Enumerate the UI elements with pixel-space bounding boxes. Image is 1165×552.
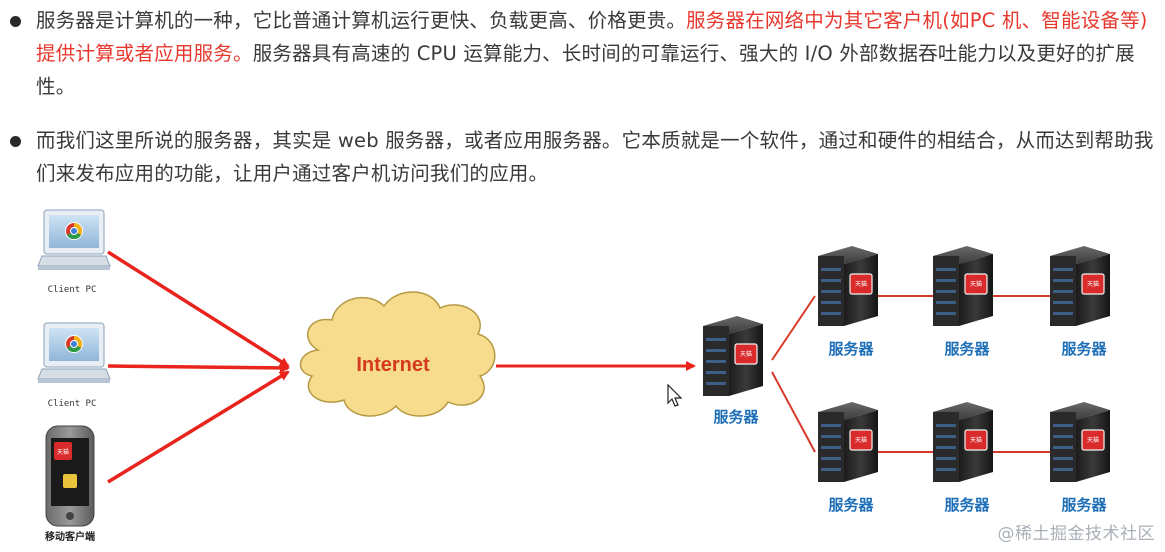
desktop-computer-icon — [37, 209, 111, 271]
bullet-1-text: 服务器是计算机的一种，它比普通计算机运行更快、负载更高、价格更贵。服务器在网络中… — [36, 4, 1159, 103]
arrow-mobile-to-internet — [107, 370, 290, 484]
mouse-cursor-icon — [667, 384, 683, 407]
bullet-dot — [10, 136, 21, 147]
mobile-phone-icon: 天猫 — [45, 425, 95, 527]
link-server-to-top — [771, 295, 816, 361]
bullet-1-highlight: 服务器在网络中为其它客户机(如PC 机、智能设备等)提供计算或者应用服务。 — [36, 9, 1148, 65]
arrow-pc2-to-internet — [107, 362, 290, 373]
arrow-pc1-to-internet — [107, 250, 290, 368]
client-pc-2 — [37, 322, 111, 384]
server-bottom-3-icon — [1049, 401, 1111, 483]
bullet-dot — [10, 16, 21, 27]
server-top-3-icon — [1049, 245, 1111, 327]
server-top-2-label: 服务器 — [944, 340, 990, 358]
bullet-1-part-a: 服务器是计算机的一种，它比普通计算机运行更快、负载更高、价格更贵。 — [36, 9, 687, 32]
link-server-to-bottom — [771, 371, 816, 453]
client-pc-1 — [37, 209, 111, 271]
server-bottom-1-icon — [817, 401, 879, 483]
client-pc-2-label: Client PC — [48, 399, 97, 409]
svg-text:天猫: 天猫 — [57, 448, 69, 456]
server-top-3-label: 服务器 — [1061, 340, 1107, 358]
server-top-1-label: 服务器 — [828, 340, 874, 358]
client-pc-1-label: Client PC — [48, 285, 97, 295]
main-server-icon — [702, 315, 764, 397]
server-bottom-2-label: 服务器 — [944, 496, 990, 514]
bullet-2-text: 而我们这里所说的服务器，其实是 web 服务器，或者应用服务器。它本质就是一个软… — [36, 129, 1154, 185]
bullet-1-part-b: 服务器具有高速的 CPU 运算能力、长时间的可靠运行、强大的 I/O 外部数据吞… — [36, 42, 1135, 98]
server-bottom-1-label: 服务器 — [828, 496, 874, 514]
internet-cloud-icon — [299, 291, 496, 417]
watermark: @稀土掘金技术社区 — [997, 524, 1155, 544]
internet-label: Internet — [356, 354, 430, 376]
main-server-label: 服务器 — [713, 408, 759, 426]
mobile-client-label: 移动客户端 — [45, 530, 95, 543]
server-bottom-3-label: 服务器 — [1061, 496, 1107, 514]
server-top-2-icon — [932, 245, 994, 327]
server-top-1-icon — [817, 245, 879, 327]
desktop-computer-icon — [37, 322, 111, 384]
server-bottom-2-icon — [932, 401, 994, 483]
